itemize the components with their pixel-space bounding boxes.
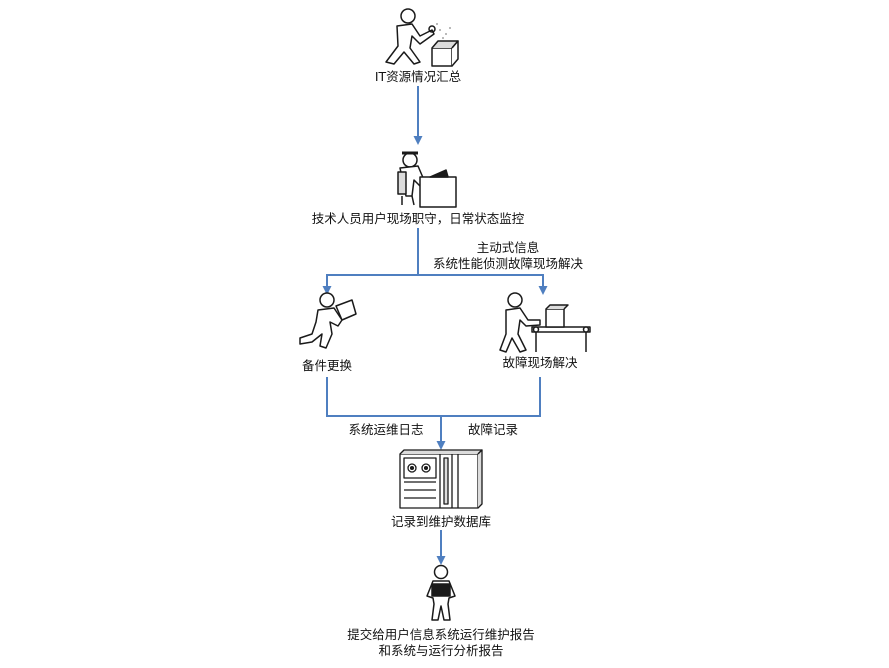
edge-ops-log-label: 系统运维日志: [348, 422, 424, 437]
merge-line-fix: [441, 377, 541, 417]
arrow-to-spare-parts: [322, 274, 418, 295]
edge-fault-record-label: 故障记录: [467, 422, 519, 437]
edge-active-info-detail-label: 系统性能侦测故障现场解决: [432, 256, 584, 271]
operator-at-desk-icon: [397, 151, 457, 208]
final-report-line2: 和系统与运行分析报告: [378, 643, 504, 658]
server-cabinet-icon: [399, 449, 483, 509]
step-summary-label: IT资源情况汇总: [374, 69, 462, 84]
merge-line-spare: [326, 377, 441, 417]
connectors: [322, 86, 548, 565]
arrow-to-onsite-fix: [418, 274, 548, 295]
worker-at-bench-icon: [499, 292, 591, 353]
step-monitoring-label: 技术人员用户现场职守，日常状态监控: [311, 211, 525, 226]
presenter-icon: [426, 564, 456, 621]
step-onsite-fix-label: 故障现场解决: [502, 355, 578, 370]
inspector-icon: [385, 8, 459, 67]
step-record-db-label: 记录到维护数据库: [390, 514, 492, 529]
edge-active-info-label: 主动式信息: [476, 240, 540, 255]
final-report-line1: 提交给用户信息系统运行维护报告: [347, 627, 535, 642]
step-spare-parts-label: 备件更换: [301, 358, 353, 373]
porter-carrying-box-icon: [299, 292, 357, 349]
